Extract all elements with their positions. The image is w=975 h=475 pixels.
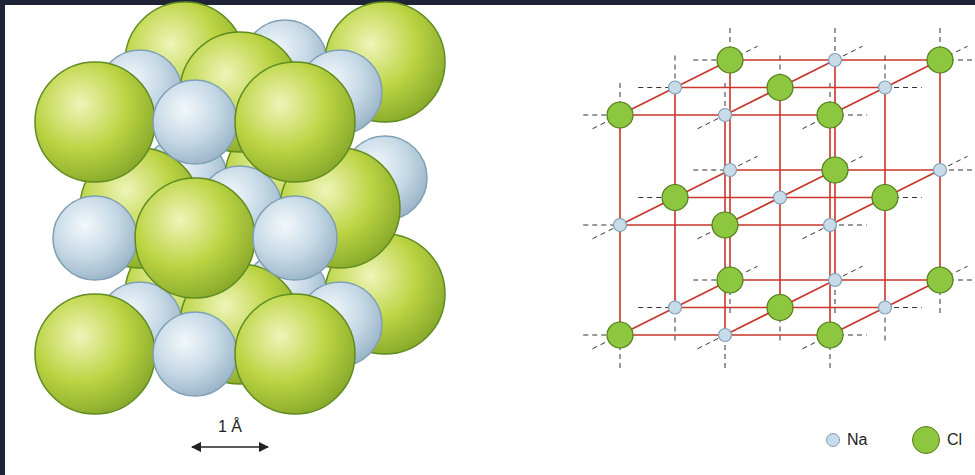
lattice-line	[725, 170, 835, 225]
legend-text: Na	[847, 431, 867, 449]
lattice-line	[830, 60, 940, 115]
legend-text: Cl	[947, 431, 962, 449]
chloride-ion	[822, 157, 848, 183]
sodium-ion	[724, 164, 737, 177]
sodium-ion	[824, 219, 837, 232]
chloride-ion	[927, 47, 953, 73]
legend-entry: Na	[826, 431, 867, 449]
sodium-ion	[669, 81, 682, 94]
lattice-line	[830, 170, 940, 225]
sodium-ion	[879, 301, 892, 314]
sodium-sphere	[253, 196, 337, 280]
chloride-ion	[662, 185, 688, 211]
sodium-sphere	[153, 80, 237, 164]
chloride-sphere	[235, 62, 355, 182]
chloride-sphere	[35, 62, 155, 182]
chloride-sphere	[235, 294, 355, 414]
scale-label: 1 Å	[218, 418, 242, 436]
chloride-ion	[607, 102, 633, 128]
sodium-ion	[879, 81, 892, 94]
chloride-ion	[767, 295, 793, 321]
sodium-ion	[829, 54, 842, 67]
lattice-model	[583, 27, 975, 368]
sodium-sphere	[53, 196, 137, 280]
legend-entry: Cl	[912, 426, 962, 454]
chloride-ion	[817, 102, 843, 128]
sodium-ion	[774, 191, 787, 204]
legend-swatch	[826, 433, 840, 447]
chloride-ion	[717, 267, 743, 293]
chloride-sphere	[135, 178, 255, 298]
sodium-ion	[829, 274, 842, 287]
sodium-ion	[719, 109, 732, 122]
chloride-ion	[767, 75, 793, 101]
space-filling-model	[35, 2, 445, 414]
chloride-ion	[817, 322, 843, 348]
chloride-sphere	[35, 294, 155, 414]
sodium-sphere	[153, 312, 237, 396]
sodium-ion	[719, 329, 732, 342]
chloride-ion	[717, 47, 743, 73]
chloride-ion	[872, 185, 898, 211]
sodium-ion	[934, 164, 947, 177]
scale-bar	[192, 446, 268, 448]
chloride-ion	[927, 267, 953, 293]
chloride-ion	[607, 322, 633, 348]
sodium-ion	[669, 301, 682, 314]
sodium-ion	[614, 219, 627, 232]
legend-swatch	[912, 426, 940, 454]
chloride-ion	[712, 212, 738, 238]
